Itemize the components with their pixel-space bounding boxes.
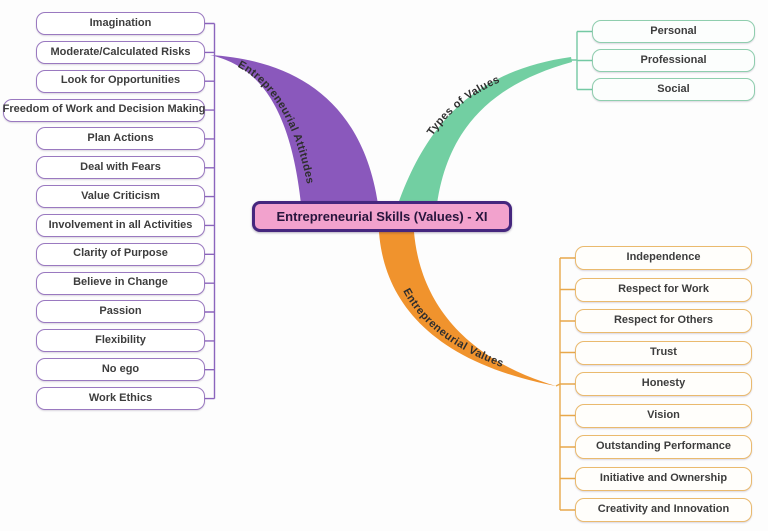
node-social: Social [592,78,755,101]
node-believe-in-change: Believe in Change [36,271,205,295]
values-branch-band [379,232,556,386]
node-deal-with-fears: Deal with Fears [36,156,205,180]
node-creativity-and-innovation: Creativity and Innovation [575,498,752,522]
attitudes-node-list: Imagination Moderate/Calculated Risks Lo… [3,12,205,410]
central-topic: Entrepreneurial Skills (Values) - XI [252,201,512,232]
node-vision: Vision [575,403,752,428]
node-flexibility: Flexibility [36,329,205,353]
node-trust: Trust [575,340,752,365]
node-personal: Personal [592,20,755,43]
node-honesty: Honesty [575,372,752,396]
node-professional: Professional [592,49,755,72]
attitudes-branch-band [210,55,378,204]
node-moderate-calculated-risks: Moderate/Calculated Risks [36,40,205,64]
node-passion: Passion [36,300,205,324]
node-respect-for-work: Respect for Work [575,277,752,302]
node-involvement-in-all-activities: Involvement in all Activities [36,213,205,237]
node-imagination: Imagination [36,12,205,35]
node-plan-actions: Plan Actions [36,127,205,151]
values-bracket [555,257,575,511]
node-look-for-opportunities: Look for Opportunities [36,69,205,93]
node-no-ego: No ego [36,358,205,382]
node-independence: Independence [575,246,752,270]
node-initiative-and-ownership: Initiative and Ownership [575,466,752,491]
node-outstanding-performance: Outstanding Performance [575,435,752,459]
node-clarity-of-purpose: Clarity of Purpose [36,242,205,266]
attitudes-bracket [205,22,216,400]
values-node-list: Independence Respect for Work Respect fo… [575,246,752,522]
node-freedom-of-work: Freedom of Work and Decision Making [3,98,205,122]
node-respect-for-others: Respect for Others [575,309,752,333]
node-work-ethics: Work Ethics [36,386,205,410]
types-node-list: Personal Professional Social [592,20,755,101]
types-bracket [571,30,592,91]
types-branch-band [398,57,572,204]
node-value-criticism: Value Criticism [36,185,205,209]
